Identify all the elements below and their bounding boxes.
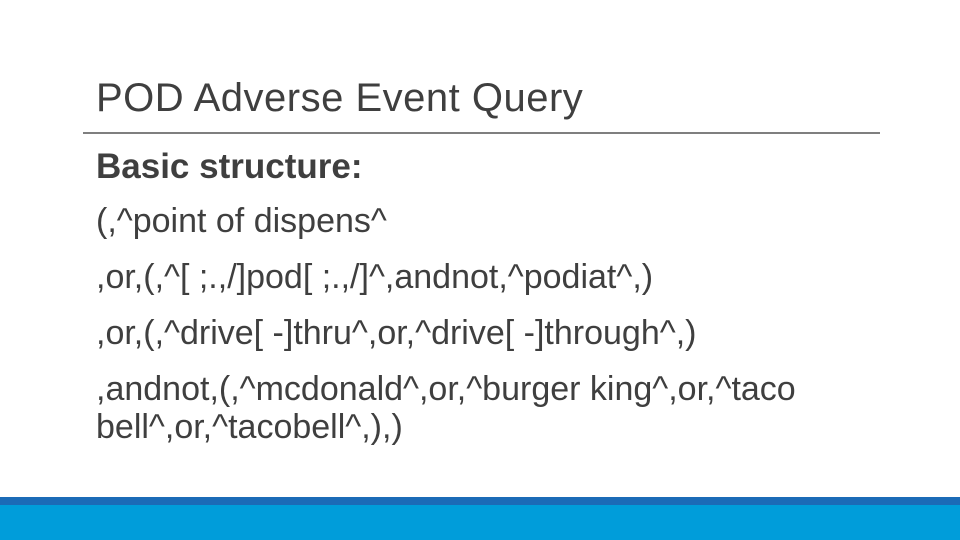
query-line-2: ,or,(,^[ ;.,/]pod[ ;.,/]^,andnot,^podiat… xyxy=(96,258,654,296)
body-heading: Basic structure: xyxy=(96,147,363,186)
title-divider xyxy=(83,132,880,134)
query-line-4: ,andnot,(,^mcdonald^,or,^burger king^,or… xyxy=(96,370,796,446)
slide-body: Basic structure: (,^point of dispens^ ,o… xyxy=(96,146,830,464)
query-line-1: (,^point of dispens^ xyxy=(96,202,387,240)
footer-accent-bar-light xyxy=(0,505,960,540)
query-line-3: ,or,(,^drive[ -]thru^,or,^drive[ -]throu… xyxy=(96,314,697,352)
slide-title: POD Adverse Event Query xyxy=(96,76,584,120)
footer-accent-bar-dark xyxy=(0,497,960,505)
